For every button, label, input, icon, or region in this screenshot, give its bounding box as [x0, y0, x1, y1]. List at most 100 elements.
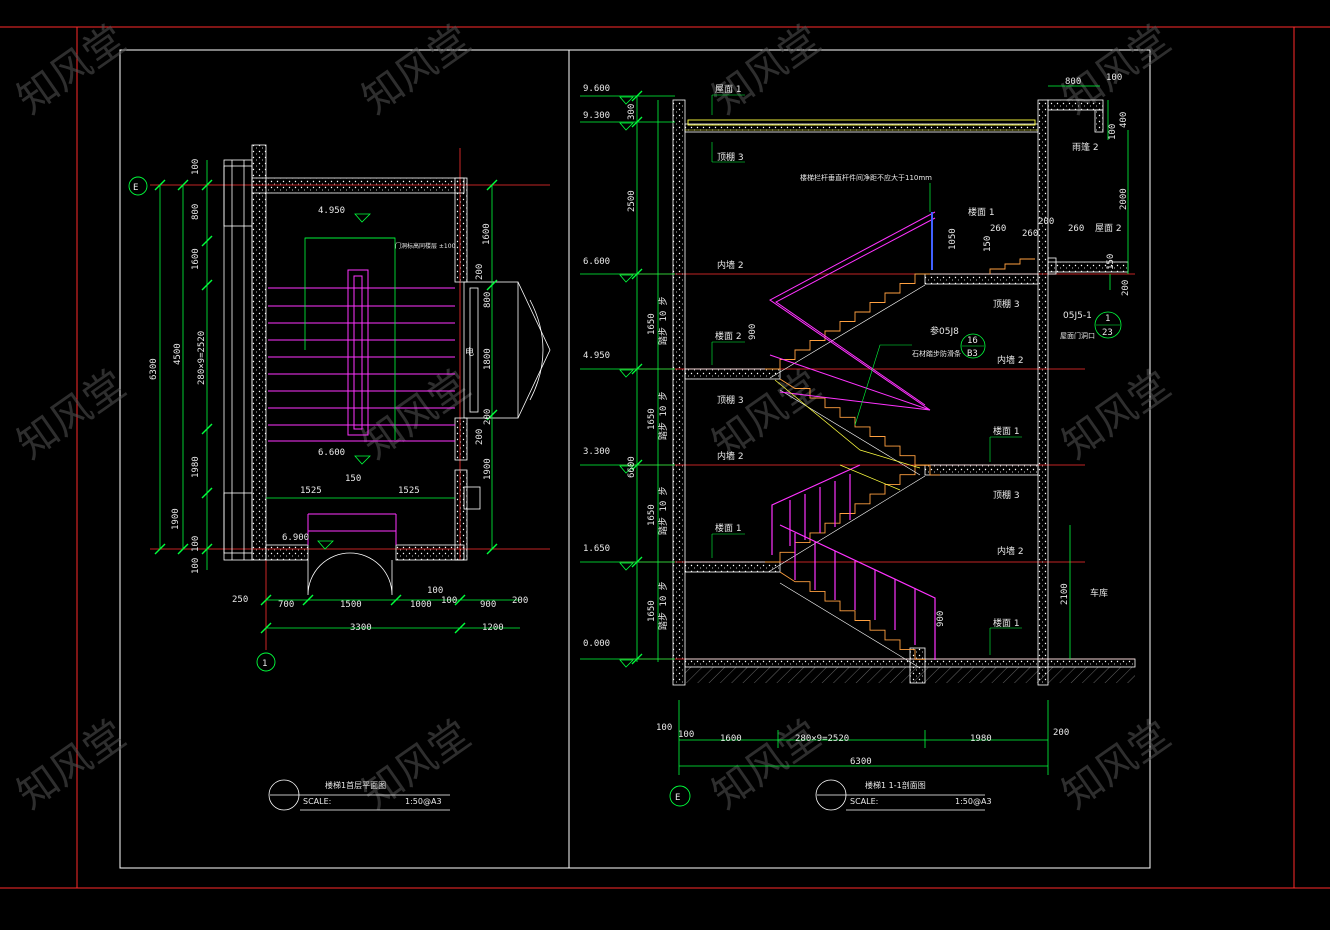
section-dim-top: 100	[1108, 124, 1118, 140]
rail-dim: 900	[936, 611, 946, 627]
rail-dim: 150	[983, 236, 993, 252]
stair-plan: E 1 4.950 6.600 6.900 100 800 1600 1980 …	[128, 144, 551, 811]
plan-dim-bottom: 900	[480, 600, 496, 610]
stair-flights	[765, 273, 940, 660]
section-dim-bottom: 200	[1053, 728, 1069, 738]
plan-dim-right: 200	[475, 264, 485, 280]
watermarks: 知风堂 知风堂 知风堂 知风堂 知风堂 知风堂 知风堂 知风堂 知风堂 知风堂 …	[9, 17, 1179, 819]
upper-handrail	[769, 211, 936, 411]
level-label: 9.300	[583, 111, 610, 121]
section-scale-value: 1:50@A3	[955, 797, 992, 806]
tread-dim: 260	[1068, 224, 1084, 234]
plan-dim-left: 100	[191, 159, 201, 175]
section-dim-top: 100	[1106, 73, 1122, 83]
watermark: 知风堂	[9, 17, 134, 124]
section-dim-left: 1650	[647, 313, 657, 335]
right-dim: 200	[1121, 280, 1131, 296]
plan-dim-bottom: 100	[441, 596, 457, 606]
plan-dim-bottom: 1000	[410, 600, 432, 610]
room-label: 车库	[1090, 587, 1108, 599]
section-dim-top: 400	[1119, 112, 1129, 128]
plan-dim-left: 100	[191, 536, 201, 552]
tag-label: 楼面 1	[715, 522, 742, 534]
plan-dim-right: 1900	[483, 458, 493, 480]
plan-dim-left: 1600	[191, 248, 201, 270]
tag-label: 楼面 2	[715, 330, 742, 342]
section-dim-top: 2000	[1119, 188, 1129, 210]
detail-circle-top: 1	[1105, 314, 1110, 324]
section-dim-left: 1650	[647, 408, 657, 430]
level-label: 9.600	[583, 84, 610, 94]
plan-dim-right: 200	[483, 409, 493, 425]
sheet-border	[119, 49, 1151, 869]
tag-label: 内墙 2	[997, 354, 1024, 366]
plan-dim-extra: 100	[427, 586, 443, 596]
watermark: 知风堂	[354, 17, 479, 124]
level-label: 3.300	[583, 447, 610, 457]
plan-dim-left: 1980	[191, 456, 201, 478]
floor-lines	[620, 273, 1135, 660]
plan-dim-right: 1800	[483, 348, 493, 370]
plan-elev-2: 6.600	[318, 448, 345, 458]
tread-dim: 260	[1022, 229, 1038, 239]
tag-label: 顶棚 3	[993, 489, 1020, 501]
axis-e-label: E	[133, 183, 138, 193]
rail-note: 楼梯栏杆垂直杆件间净距不应大于110mm	[800, 173, 932, 182]
step-note: 踏步 10 步	[657, 296, 669, 345]
tag-label: 内墙 2	[717, 259, 744, 271]
level-label: 0.000	[583, 639, 610, 649]
tag-label: 内墙 2	[997, 545, 1024, 557]
tag-label: 雨篷 2	[1072, 141, 1099, 153]
section-dim-bottom: 100	[656, 723, 672, 733]
tag-label: 顶棚 3	[717, 151, 744, 163]
watermark: 知风堂	[9, 362, 134, 469]
detail-note2: 石材踏步防滑条	[912, 349, 961, 358]
right-dim: 150	[1106, 254, 1116, 270]
tag-label: 屋面 1	[715, 84, 742, 95]
detail-circle2-bottom: B3	[967, 349, 978, 359]
plan-scale-value: 1:50@A3	[405, 797, 442, 806]
section-tags: 屋面 1 顶棚 3 楼面 1 内墙 2 楼面 2 雨篷 2 屋面 2 顶棚 3 …	[715, 84, 1122, 629]
watermark: 知风堂	[704, 17, 829, 124]
watermark: 知风堂	[9, 712, 134, 819]
section-axis-e: E	[675, 793, 680, 803]
tag-label: 楼面 1	[993, 425, 1020, 437]
plan-dim-left: 1900	[171, 508, 181, 530]
detail-ref2: 参05J8	[930, 325, 959, 337]
tread-dim: 200	[1038, 217, 1054, 227]
section-dim-top: 800	[1065, 77, 1081, 87]
plan-scale-label: SCALE:	[303, 797, 331, 806]
plan-dim-bottom: 1500	[340, 600, 362, 610]
section-dim-bottom: 280×9=2520	[795, 734, 849, 744]
plan-dim-bottom: 200	[512, 596, 528, 606]
outer-frame	[0, 26, 1330, 889]
watermark: 知风堂	[1054, 712, 1179, 819]
level-label: 4.950	[583, 351, 610, 361]
tag-label: 顶棚 3	[993, 298, 1020, 310]
plan-dim-outer: 280×9=2520	[197, 331, 207, 385]
step-note: 踏步 10 步	[657, 391, 669, 440]
rail-dim: 1050	[948, 228, 958, 250]
section-dim-left: 2500	[627, 190, 637, 212]
detail-ref-note: 屋面门洞口	[1060, 331, 1095, 340]
plan-elev-1: 4.950	[318, 206, 345, 216]
section-dim-bottom: 1980	[970, 734, 992, 744]
plan-dim-left: 100	[191, 558, 201, 574]
detail-circle-bottom: 23	[1102, 328, 1113, 338]
plan-dim-right: 800	[483, 292, 493, 308]
section-dim-left: 1650	[647, 600, 657, 622]
plan-dim-bottom: 3300	[350, 623, 372, 633]
plan-door-label: 电	[465, 346, 474, 358]
level-label: 1.650	[583, 544, 610, 554]
plan-dim-right: 1600	[482, 223, 492, 245]
section-dim-bottom: 100	[678, 730, 694, 740]
lower-handrail	[771, 464, 936, 660]
stair-section: 9.600 9.300 6.600 4.950 3.300 1.650 0.00…	[580, 73, 1136, 811]
plan-dim-mid: 1525	[398, 486, 420, 496]
plan-dim-right: 200	[475, 429, 485, 445]
detail-ref: 05J5-1	[1063, 311, 1092, 321]
tread-dim: 260	[990, 224, 1006, 234]
tag-label: 顶棚 3	[717, 394, 744, 406]
watermark: 知风堂	[1054, 362, 1179, 469]
